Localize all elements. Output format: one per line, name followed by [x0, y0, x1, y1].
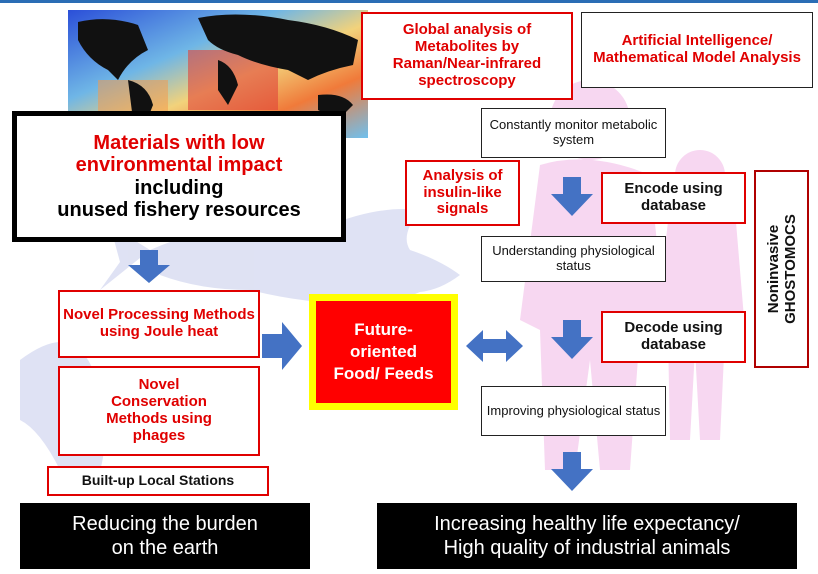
global-analysis-box: Global analysis of Metabolites by Raman/…	[361, 12, 573, 100]
monitor-box: Constantly monitor metabolic system	[481, 108, 666, 158]
ai-analysis-box: Artificial Intelligence/ Mathematical Mo…	[581, 12, 813, 88]
decode-box: Decode using database	[601, 311, 746, 363]
bottom-left-line2: on the earth	[111, 537, 219, 559]
materials-box: Materials with low environmental impact …	[12, 111, 346, 242]
encode-box: Encode using database	[601, 172, 746, 224]
noninvasive-box: Noninvasive GHOSTOMOCS	[754, 170, 809, 368]
phages-box: Novel Conservation Methods using phages	[58, 366, 260, 456]
future-food-box: Future-oriented Food/ Feeds	[309, 294, 458, 410]
top-accent-line	[0, 0, 818, 3]
down-arrow-decode	[551, 320, 593, 359]
down-arrow-materials	[128, 250, 170, 283]
down-arrow-encode	[551, 177, 593, 216]
bottom-right-banner: Increasing healthy life expectancy/ High…	[377, 503, 797, 569]
insulin-box: Analysis of insulin-like signals	[405, 160, 520, 226]
bottom-left-line1: Reducing the burden	[72, 513, 258, 535]
materials-line3: including	[134, 176, 224, 199]
down-arrow-bottom	[551, 452, 593, 491]
bottom-right-line1: Increasing healthy life expectancy/	[434, 513, 740, 535]
materials-line2: environmental impact	[75, 154, 283, 177]
right-arrow-to-future	[262, 322, 302, 370]
materials-line1: Materials with low	[93, 131, 265, 154]
local-stations-box: Built-up Local Stations	[47, 466, 269, 496]
understanding-box: Understanding physiological status	[481, 236, 666, 282]
bottom-left-banner: Reducing the burden on the earth	[20, 503, 310, 569]
joule-heat-box: Novel Processing Methods using Joule hea…	[58, 290, 260, 358]
bottom-right-line2: High quality of industrial animals	[443, 537, 731, 559]
improving-box: Improving physiological status	[481, 386, 666, 436]
double-arrow	[466, 330, 523, 362]
materials-line4: unused fishery resources	[57, 198, 301, 221]
